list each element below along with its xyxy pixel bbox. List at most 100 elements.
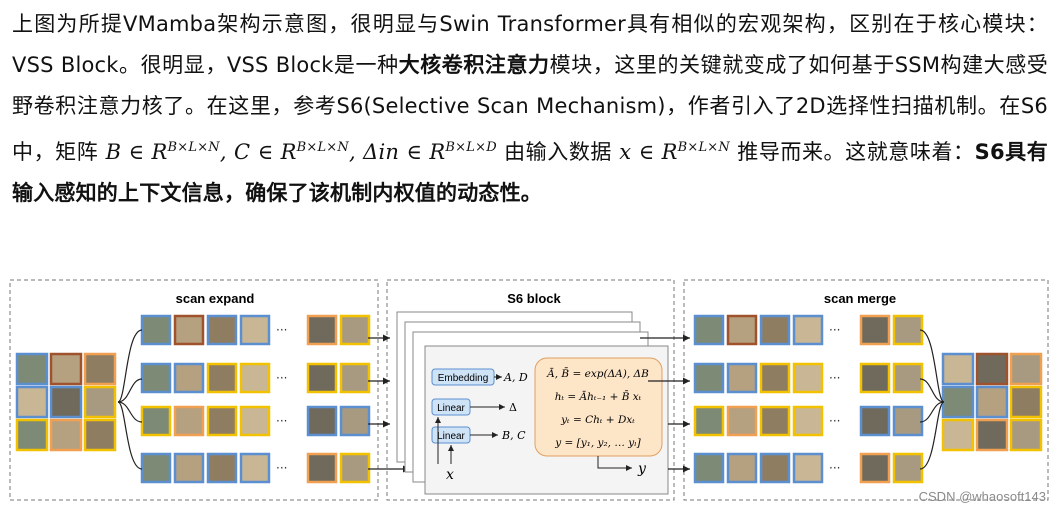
expand-seq-tile [339,362,371,394]
merge-seq-tile [859,405,891,437]
s6-block-panel [386,279,675,501]
output-grid-tile [941,418,975,452]
expand-seq-tile [239,405,271,437]
expand-seq-tile [140,405,172,437]
merge-seq-tile [792,314,824,346]
merge-seq-tile [759,362,791,394]
equation-output: yₜ = Chₜ + Dxₜ [560,414,635,426]
expand-seq-tile [239,314,271,346]
input-grid-tile [49,352,83,386]
input-grid-tile [83,352,117,386]
expand-seq-tile [206,314,238,346]
merge-seq-tile [726,362,758,394]
watermark: CSDN @whaosoft143 [918,489,1046,504]
output-grid-tile [975,385,1009,419]
expand-seq-tile [306,452,338,484]
expand-seq-tile [239,452,271,484]
math-x-def: x ∈ RB×L×N [619,140,730,164]
input-grid-tile [83,418,117,452]
input-grid-tile [49,385,83,419]
expand-seq-tile [206,452,238,484]
delta-label: Δ [509,401,517,414]
merge-branch-1 [919,329,945,403]
expand-seq-tile-ellipsis: ··· [276,371,287,385]
output-grid-tile [941,352,975,386]
s6-block-title: S6 block [507,291,561,306]
merge-seq-tile [859,314,891,346]
input-x-label: x [446,467,454,483]
scan-merge-panel [683,279,1049,501]
merge-seq-tile [792,362,824,394]
para-text-3: 由输入数据 [504,140,612,164]
merge-seq-tile [693,452,725,484]
scan-expand-title: scan expand [176,291,255,306]
input-grid-tile [83,385,117,419]
expand-seq-tile [206,405,238,437]
math-matrix-defs: B ∈ RB×L×N, C ∈ RB×L×N, Δin ∈ RB×L×D [105,140,497,164]
merge-seq-tile [759,314,791,346]
equation-state: hₜ = Āhₜ₋₁ + B̄ xₜ [555,390,642,403]
merge-seq-tile [726,314,758,346]
linear-label-bc: Linear [437,431,465,442]
merge-branch-4 [919,401,945,470]
merge-seq-tile [859,362,891,394]
expand-seq-tile [306,314,338,346]
input-grid-tile [15,385,49,419]
para-bold-2: S6具有输入感知的上下文信息，确保了该机制内权值的动态性。 [12,140,1048,205]
merge-seq-tile [792,452,824,484]
expand-seq-tile-ellipsis: ··· [276,323,287,337]
expand-branch-3 [117,401,143,423]
merge-branch-3 [919,401,945,423]
expand-seq-tile-ellipsis: ··· [276,461,287,475]
merge-branch-2 [919,378,945,403]
merge-seq-tile [693,405,725,437]
expand-seq-tile [173,452,205,484]
para-text-2: 模块，这里的关键就变成了如何基于SSM构建大感受野卷积注意力核了。在这里，参考S… [12,53,1048,164]
output-grid-tile [941,385,975,419]
description-paragraph: 上图为所提VMamba架构示意图，很明显与Swin Transformer具有相… [12,4,1048,214]
merge-seq-tile [693,362,725,394]
merge-seq-tile [859,452,891,484]
input-grid-tile [15,352,49,386]
merge-seq-tile [759,405,791,437]
expand-seq-tile [306,405,338,437]
merge-seq-tile [726,405,758,437]
bc-label: B, C [501,429,526,442]
merge-seq-tile [693,314,725,346]
para-text-4: 推导而来。这就意味着： [737,140,975,164]
output-y-label: y [637,461,647,477]
ad-label: A, D [503,371,528,384]
expand-branch-1 [117,329,143,403]
merge-seq-tile [892,362,924,394]
merge-seq-tile-ellipsis: ··· [829,371,840,385]
expand-seq-tile [173,405,205,437]
merge-seq-tile [759,452,791,484]
vmamba-ss2d-figure: scan expand S6 block scan merge ········… [9,279,1049,501]
merge-seq-tile [892,452,924,484]
merge-seq-tile-ellipsis: ··· [829,323,840,337]
merge-seq-tile-ellipsis: ··· [829,414,840,428]
linear-label-delta: Linear [437,403,465,414]
scan-expand-panel [9,279,379,501]
expand-seq-tile [339,314,371,346]
expand-branch-4 [117,401,143,470]
expand-seq-tile [173,362,205,394]
expand-seq-tile [140,314,172,346]
merge-seq-tile [792,405,824,437]
output-grid-tile [1009,385,1043,419]
expand-seq-tile [206,362,238,394]
output-grid-tile [1009,418,1043,452]
y-out-arrow [597,456,632,471]
input-grid-tile [49,418,83,452]
para-text-1: 上图为所提VMamba架构示意图，很明显与Swin Transformer具有相… [12,12,1048,77]
merge-seq-tile [892,405,924,437]
expand-seq-tile [173,314,205,346]
expand-seq-tile [140,362,172,394]
merge-seq-tile-ellipsis: ··· [829,461,840,475]
output-grid-tile [975,418,1009,452]
expand-seq-tile [239,362,271,394]
expand-seq-tile [140,452,172,484]
image-patch-tiles: ··· ··· ··· ··· ··· ··· ··· ··· [15,314,1043,484]
expand-seq-tile-ellipsis: ··· [276,414,287,428]
expand-seq-tile [339,405,371,437]
